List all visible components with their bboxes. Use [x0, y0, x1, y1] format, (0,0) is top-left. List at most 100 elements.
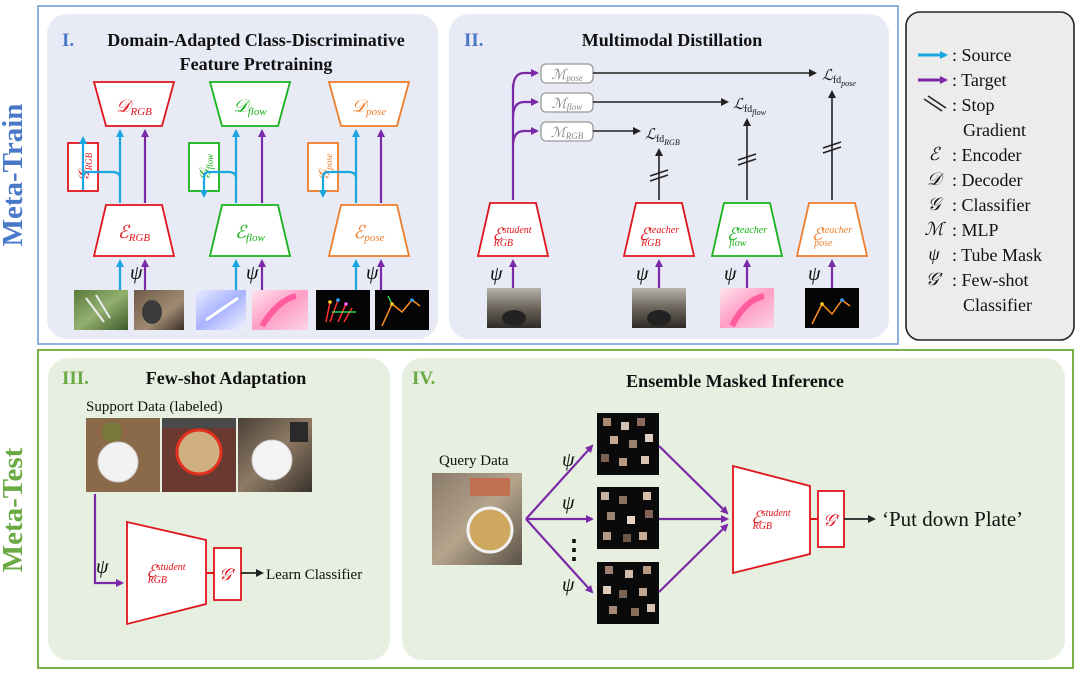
legend-stop-text: : Stop: [952, 95, 995, 115]
legend-few-shot-text-line2: Classifier: [963, 295, 1032, 315]
legend-source-text: : Source: [952, 45, 1011, 65]
legend-decoder-text: : Decoder: [952, 170, 1022, 190]
panel-distillation: II. Multimodal Distillation ℳpose ℳflow …: [449, 14, 889, 339]
mask-to-encoder-arrows: [658, 445, 729, 593]
svg-text:𝒟pose: 𝒟pose: [352, 96, 387, 118]
psi-label: ψ: [562, 449, 575, 471]
query-data-label: Query Data: [439, 453, 509, 469]
support-to-student-arrow: [93, 494, 124, 587]
support-thumbnail: [238, 418, 312, 492]
encoder-pose: ℰpose: [327, 204, 411, 257]
psi-label: ψ: [96, 556, 109, 578]
svg-text:𝒢′: 𝒢′: [823, 511, 839, 530]
panel-2-numeral: II.: [464, 30, 484, 51]
mlp-symbol-icon: ℳ: [924, 219, 946, 239]
svg-text:ℳpose: ℳpose: [551, 68, 582, 83]
panel-2-teacher-arrows: [655, 90, 836, 200]
decoder-flow: 𝒟flow: [208, 81, 292, 127]
psi-label: ψ: [130, 262, 143, 284]
pose-source-thumbnail: [316, 290, 370, 330]
legend-mlp-text: : MLP: [952, 220, 999, 240]
masked-view: [597, 413, 659, 475]
panel-1-numeral: I.: [62, 30, 74, 51]
decoder-symbol-icon: 𝒟: [927, 169, 945, 189]
masked-view: [597, 487, 659, 549]
encoder-rgb: ℰRGB: [92, 204, 176, 257]
psi-label: ψ: [562, 492, 575, 514]
panel-pretraining: I. Domain-Adapted Class-Discriminative F…: [47, 14, 438, 339]
legend-few-shot-text: : Few-shot: [952, 270, 1029, 290]
few-shot-classifier-symbol-icon: 𝒢′: [926, 269, 944, 289]
legend-classifier-text: : Classifier: [952, 195, 1031, 215]
svg-text:ℰpose: ℰpose: [353, 222, 384, 244]
prediction-label: ‘Put down Plate’: [882, 507, 1023, 531]
support-data-label: Support Data (labeled): [86, 399, 223, 415]
teacher-rgb-thumbnail: [632, 288, 686, 328]
psi-label: ψ: [636, 263, 649, 285]
panel-2-student-arrows: [511, 69, 539, 200]
panel-2-title: Multimodal Distillation: [582, 30, 763, 50]
legend-target-text: : Target: [952, 70, 1007, 90]
encoder-flow: ℰflow: [208, 204, 292, 257]
query-to-mask-arrows: [525, 444, 594, 594]
encoder-symbol-icon: ℰ: [929, 144, 942, 164]
rgb-source-thumbnail: [74, 290, 128, 330]
support-thumbnail: [162, 418, 236, 492]
few-shot-classifier: 𝒢′: [213, 547, 242, 601]
psi-label: ψ: [366, 262, 379, 284]
svg-text:𝒟flow: 𝒟flow: [233, 96, 267, 118]
psi-label: ψ: [246, 262, 259, 284]
masked-view: [597, 562, 659, 624]
panel-4-numeral: IV.: [412, 368, 435, 389]
mlp-pose-box: ℳpose: [540, 63, 594, 84]
panel-few-shot-adaptation: III. Few-shot Adaptation Support Data (l…: [48, 358, 390, 660]
psi-label: ψ: [724, 263, 737, 285]
svg-text:ℳRGB: ℳRGB: [551, 126, 584, 141]
svg-text:𝒟RGB: 𝒟RGB: [116, 96, 152, 118]
panel-4-title: Ensemble Masked Inference: [626, 371, 844, 391]
svg-text:ℳflow: ℳflow: [552, 97, 583, 112]
loss-flow-label: ℒfdflow: [733, 97, 767, 117]
legend: ℰ 𝒟 𝒢 ℳ ψ 𝒢′ : Source : Target : Stop Gr…: [905, 11, 1075, 341]
teacher-flow-thumbnail: [720, 288, 774, 328]
decoder-rgb: 𝒟RGB: [92, 81, 176, 127]
psi-label: ψ: [490, 263, 503, 285]
panel-1-arrows: [79, 129, 385, 292]
flow-source-thumbnail: [196, 290, 246, 330]
svg-text:ℰRGB: ℰRGB: [118, 222, 151, 244]
loss-rgb-label: ℒfdRGB: [645, 127, 680, 147]
meta-test-label: Meta-Test: [0, 447, 29, 572]
panel-3-title: Few-shot Adaptation: [146, 368, 307, 388]
panel-2-mlp-arrows: [593, 69, 817, 135]
decoder-pose: 𝒟pose: [327, 81, 411, 127]
stop-gradient-icon: [923, 95, 947, 112]
panel-3-numeral: III.: [62, 368, 89, 389]
legend-tube-mask-text: : Tube Mask: [952, 245, 1042, 265]
mlp-rgb-box: ℳRGB: [540, 121, 594, 142]
support-thumbnail: [86, 418, 160, 492]
few-shot-classifier: 𝒢′: [817, 490, 845, 548]
legend-box: [905, 11, 1075, 341]
meta-train-label: Meta-Train: [0, 104, 29, 247]
learn-classifier-label: Learn Classifier: [266, 567, 362, 583]
classifier-symbol-icon: 𝒢: [928, 194, 944, 214]
legend-encoder-text: : Encoder: [952, 145, 1021, 165]
stop-gradient-icon: [649, 141, 842, 182]
psi-label: ψ: [808, 263, 821, 285]
flow-target-thumbnail: [252, 290, 308, 330]
tube-mask-symbol-icon: ψ: [928, 244, 940, 264]
rgb-target-thumbnail: [134, 290, 184, 330]
teacher-pose-thumbnail: [805, 288, 859, 328]
